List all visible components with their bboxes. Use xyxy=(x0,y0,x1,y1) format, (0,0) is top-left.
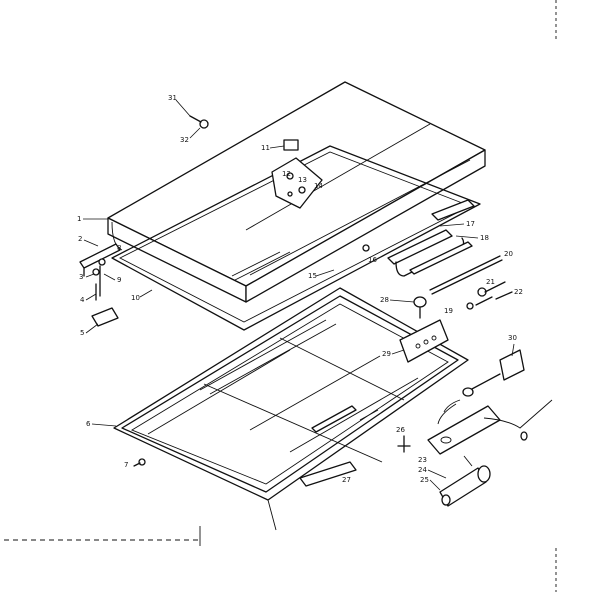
callout-12: 12 xyxy=(282,170,291,178)
callout-14: 14 xyxy=(314,182,323,190)
callout-1: 1 xyxy=(77,215,81,223)
callout-11: 11 xyxy=(261,144,270,152)
rod-part xyxy=(429,255,501,291)
callout-23: 23 xyxy=(418,456,427,464)
callout-10: 10 xyxy=(131,294,140,302)
lid-label-plate xyxy=(431,199,475,221)
callout-20: 20 xyxy=(504,250,513,258)
bracket xyxy=(427,405,501,455)
callout-30: 30 xyxy=(508,334,517,342)
callout-31: 31 xyxy=(168,94,177,102)
callout-27: 27 xyxy=(342,476,351,484)
callout-21: 21 xyxy=(486,278,495,286)
callout-18: 18 xyxy=(480,234,489,242)
callout-13: 13 xyxy=(298,176,307,184)
callout-28: 28 xyxy=(380,296,389,304)
callout-4: 4 xyxy=(80,296,85,304)
callout-15: 15 xyxy=(308,272,317,280)
knob-part xyxy=(413,296,427,319)
callout-7: 7 xyxy=(124,461,128,469)
callout-2: 2 xyxy=(78,235,82,243)
frame-outer xyxy=(113,287,469,501)
callout-9: 9 xyxy=(117,276,121,284)
callout-26: 26 xyxy=(396,426,405,434)
cabinet-frame xyxy=(113,287,469,501)
label-plate xyxy=(299,461,357,487)
callouts: 1 2 3 4 5 6 7 8 9 10 11 12 13 14 xyxy=(77,94,523,491)
screw-parts xyxy=(189,115,209,129)
callout-17: 17 xyxy=(466,220,475,228)
frame-strip xyxy=(311,405,357,433)
callout-22: 22 xyxy=(514,288,523,296)
connector-box xyxy=(499,349,525,381)
callout-25: 25 xyxy=(420,476,429,484)
lid-side-edge xyxy=(245,149,486,303)
callout-29: 29 xyxy=(382,350,391,358)
callout-6: 6 xyxy=(86,420,91,428)
callout-8: 8 xyxy=(117,244,121,252)
callout-32: 32 xyxy=(180,136,189,144)
hinge-plate xyxy=(91,307,119,327)
callout-19: 19 xyxy=(444,307,453,315)
left-hinge-parts xyxy=(79,243,121,327)
lock-parts xyxy=(466,281,513,310)
callout-3: 3 xyxy=(79,273,83,281)
hinge-detail xyxy=(271,139,323,209)
electrical-parts xyxy=(427,349,553,507)
callout-16: 16 xyxy=(368,256,377,264)
misc-screws xyxy=(133,435,411,467)
handle-part xyxy=(387,229,473,277)
callout-5: 5 xyxy=(80,329,84,337)
callout-24: 24 xyxy=(418,466,427,474)
